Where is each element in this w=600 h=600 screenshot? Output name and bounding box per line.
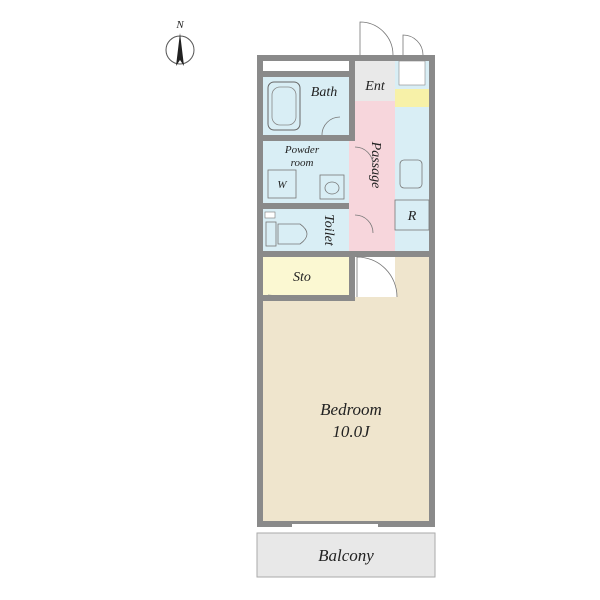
toilet-bowl [277,223,308,245]
bath-label: Bath [311,85,337,100]
toilet-label: Toilet [321,214,336,246]
balcony [256,532,436,578]
bathtub [267,81,301,131]
meter-door-swing [402,34,424,56]
entrance-door-swing [359,21,394,56]
north-arrow-icon [176,33,184,66]
upper-shelf [263,61,349,71]
entrance-area [355,61,395,101]
bath-room [263,77,349,135]
refrigerator-label: R [407,209,417,224]
compass-north-label: N [175,19,184,31]
meter-box [398,60,426,86]
storage-door [267,294,340,299]
bedroom-door-swing [356,256,398,298]
toilet-door-swing [354,214,374,234]
powder-room-label-2: room [291,157,314,169]
powder-door-swing [354,146,374,166]
bathtub-inner [271,86,297,126]
powder-room [263,141,349,203]
shoe-box [395,89,429,107]
passage-label: Passage [368,141,383,189]
washer-label: W [277,179,287,191]
powder-room-label-1: Powder [284,144,320,156]
kitchen-sink [399,159,423,189]
storage-room [263,257,349,295]
toilet-shelf [264,211,276,219]
balcony-window [292,524,378,527]
north-compass: N [165,19,195,66]
bath-door-swing [321,116,341,136]
passage-connector [349,141,355,251]
bedroom-label: Bedroom [320,400,382,419]
washbasin-bowl [324,181,340,195]
toilet-tank [265,221,277,247]
bedroom-size-label: 10.0J [332,422,371,441]
passage-area [355,101,395,251]
washer-space [267,169,297,199]
bedroom [263,301,429,521]
refrigerator [394,199,430,231]
entrance-label: Ent [364,79,386,94]
storage-label: Sto [293,270,311,285]
balcony-label: Balcony [318,546,374,565]
washbasin [319,174,345,200]
